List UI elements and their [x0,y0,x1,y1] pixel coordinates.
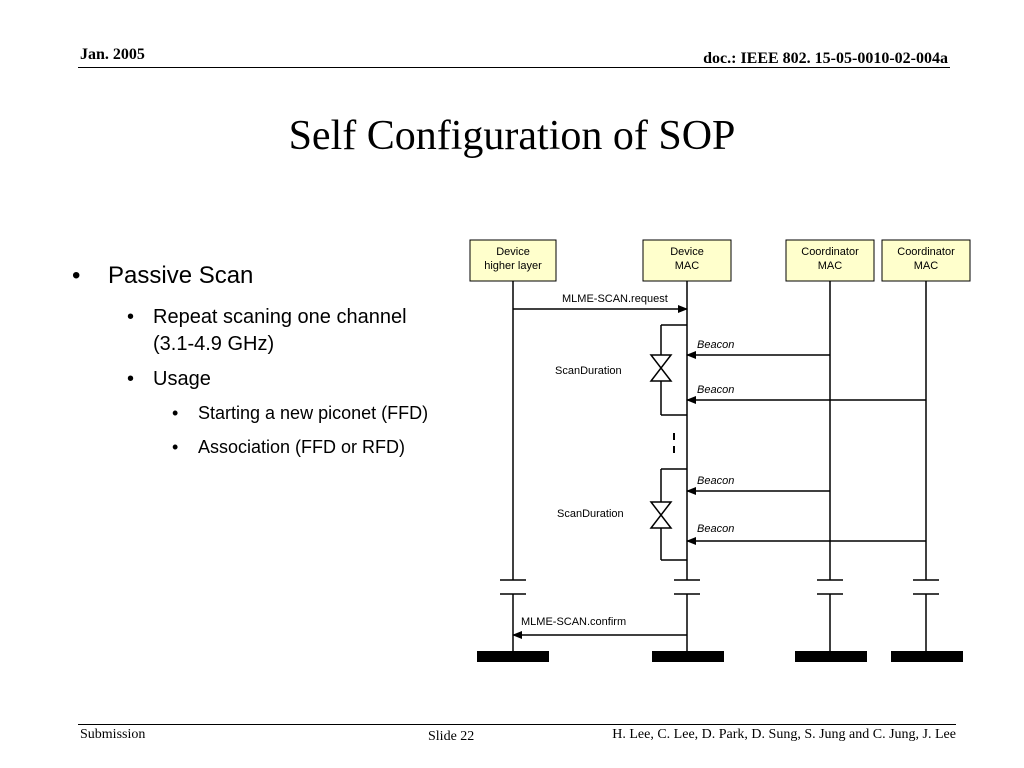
entity-label-line1: Device [670,246,704,258]
label-scan-request: MLME-SCAN.request [562,293,668,305]
bullet-usage: Usage [70,366,510,393]
label-scan-duration-1: ScanDuration [555,365,622,377]
bullet-text-continued: (3.1-4.9 GHz) [153,333,275,355]
label-beacon-1: Beacon [697,339,734,351]
bullet-list: Passive Scan Repeat scaning one channel (… [70,262,510,470]
bullet-text: Starting a new piconet (FFD) [198,403,429,423]
bullet-text: Association (FFD or RFD) [198,437,406,458]
bullet-passive-scan: Passive Scan [70,262,510,290]
bullet-association: Association (FFD or RFD) [70,435,510,460]
scan-duration-1-hourglass-icon [649,354,673,382]
entity-label-line2: higher layer [484,260,542,272]
lifelines-upper [512,281,927,580]
bullet-new-piconet: Starting a new piconet (FFD) [70,401,510,426]
lifelines-lower [512,594,927,651]
slide-title: Self Configuration of SOP [288,113,736,159]
footer-rule [78,724,956,725]
header-doc-id: doc.: IEEE 802. 15-05-0010-02-004a [703,50,948,67]
scan-window-2-bracket [660,468,687,561]
header-rule [78,67,950,68]
entity-label-line1: Coordinator [801,246,859,258]
entity-device-higher-layer: Device higher layer [469,239,557,282]
entity-label-line1: Coordinator [897,246,955,258]
bullet-text: Usage [153,368,211,390]
label-beacon-2: Beacon [697,384,734,396]
header-date: Jan. 2005 [80,46,145,63]
bullet-text: Passive Scan [108,262,254,289]
bullet-text: Repeat scaning one channel [153,306,407,328]
footer-authors: H. Lee, C. Lee, D. Park, D. Sung, S. Jun… [612,727,956,742]
lifeline-end-bars [477,651,963,662]
entity-device-mac: Device MAC [642,239,732,282]
entity-label-line1: Device [496,246,530,258]
footer-slide-number: Slide 22 [428,729,475,744]
entity-label-line2: MAC [914,260,939,272]
entity-coordinator-mac-2: Coordinator MAC [881,239,971,282]
label-beacon-4: Beacon [697,523,734,535]
entity-label-line2: MAC [818,260,843,272]
label-beacon-3: Beacon [697,475,734,487]
footer-submission: Submission [80,727,146,742]
lifeline-break-marks [500,579,939,595]
entity-label-line2: MAC [675,260,700,272]
entity-coordinator-mac-1: Coordinator MAC [785,239,875,282]
scan-window-1-bracket [660,324,687,416]
label-scan-confirm: MLME-SCAN.confirm [521,616,626,628]
label-scan-duration-2: ScanDuration [557,508,624,520]
bullet-repeat-scanning: Repeat scaning one channel (3.1-4.9 GHz) [70,304,510,358]
scan-duration-2-hourglass-icon [649,501,673,529]
